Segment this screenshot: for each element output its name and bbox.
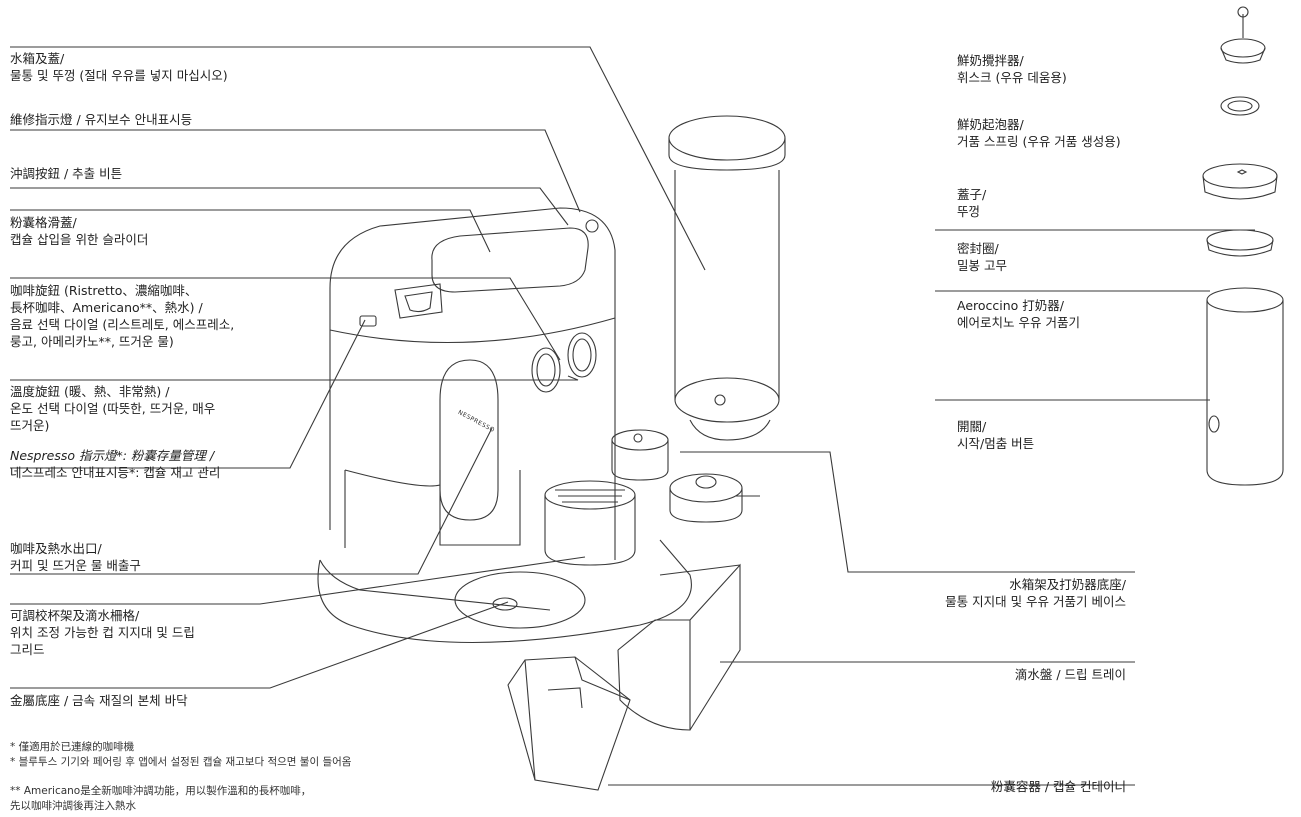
label-brew-button: 沖調按鈕 / 추출 비튼 <box>10 165 122 182</box>
label-line: 粉囊容器 / 캡슐 컨테이너 <box>990 779 1126 794</box>
label-line: Aeroccino 打奶器/ <box>957 298 1065 313</box>
footnote-line: * 僅適用於已連線的咖啡機 <box>10 741 135 753</box>
label-aeroccino: Aeroccino 打奶器/ 에어로치노 우유 거품기 <box>957 297 1080 331</box>
label-line: 밀봉 고무 <box>957 258 1007 273</box>
label-line: 滴水盤 / 드립 트레이 <box>1014 667 1126 682</box>
tank-base <box>611 429 743 523</box>
label-line: 粉囊格滑蓋/ <box>10 215 77 230</box>
label-drip-tray: 滴水盤 / 드립 트레이 <box>1015 666 1126 683</box>
label-line: 휘스크 (우유 데움용) <box>957 70 1067 85</box>
label-metal-base: 金屬底座 / 금속 재질의 본체 바닥 <box>10 692 188 709</box>
label-seal: 密封圈/ 밀봉 고무 <box>957 240 1007 274</box>
label-nespresso-indicator: Nespresso 指示燈*: 粉囊存量管理 / 네스프레소 안내표시등*: 캡… <box>10 447 220 481</box>
label-line: 그리드 <box>10 642 45 657</box>
capsule-container-art <box>507 656 631 791</box>
label-water-tank-lid: 水箱及蓋/ 물통 및 뚜껑 (절대 우유를 넣지 마십시오) <box>10 50 228 84</box>
label-line: Nespresso 指示燈*: 粉囊存量管理 / <box>10 448 215 463</box>
label-line: 에어로치노 우유 거품기 <box>957 315 1080 330</box>
label-whisk: 鮮奶攪拌器/ 휘스크 (우유 데움용) <box>957 52 1067 86</box>
label-cup-support: 可調校杯架及滴水柵格/ 위치 조정 가능한 컵 지지대 및 드립 그리드 <box>10 607 195 658</box>
footnote-line: * 블루투스 기기와 페어링 후 앱에서 설정된 캡슐 재고보다 적으면 불이 … <box>10 756 352 768</box>
footnote-line: ** Americano是全新咖啡沖調功能，用以製作溫和的長杯咖啡， <box>10 785 312 797</box>
label-line: 沖調按鈕 / 추출 비튼 <box>10 166 123 181</box>
footnote-2: ** Americano是全新咖啡沖調功能，用以製作溫和的長杯咖啡， 先以咖啡沖… <box>10 784 311 814</box>
footnote-line: 先以咖啡沖調後再注入熱水 <box>10 800 136 812</box>
label-maintenance-light: 維修指示燈 / 유지보수 안내표시등 <box>10 111 192 128</box>
label-line: 거품 스프링 (우유 거품 생성용) <box>957 134 1121 149</box>
drip-tray-art <box>617 563 741 731</box>
label-line: 溫度旋鈕 (暖、熱、非常熱) / <box>10 384 170 399</box>
label-temperature-dial: 溫度旋鈕 (暖、熱、非常熱) / 온도 선택 다이얼 (따뜻한, 뜨거운, 매우… <box>10 383 215 434</box>
leader-lines-left <box>10 46 706 689</box>
label-line: 물통 및 뚜껑 (절대 우유를 넣지 마십시오) <box>10 68 228 83</box>
label-line: 密封圈/ <box>957 241 999 256</box>
label-line: 維修指示燈 / 유지보수 안내표시등 <box>10 112 193 127</box>
label-line: 뚜껑 <box>957 204 981 219</box>
label-capsule-container: 粉囊容器 / 캡슐 컨테이너 <box>991 778 1126 795</box>
label-capsule-slider: 粉囊格滑蓋/ 캡슐 삽입을 위한 슬라이더 <box>10 214 148 248</box>
label-switch: 開關/ 시작/멈춤 버튼 <box>957 418 1034 452</box>
leader-lines-right <box>608 229 1255 786</box>
coffee-machine <box>317 207 692 644</box>
label-line: 水箱及蓋/ <box>10 51 65 66</box>
label-line: 水箱架及打奶器底座/ <box>1009 577 1126 592</box>
aeroccino-parts <box>1202 6 1284 486</box>
label-line: 커피 및 뜨거운 물 배출구 <box>10 558 141 573</box>
label-line: 룽고, 아메리카노**, 뜨거운 물) <box>10 334 174 349</box>
footnote-1: * 僅適用於已連線的咖啡機 * 블루투스 기기와 페어링 후 앱에서 설정된 캡… <box>10 740 351 770</box>
label-coffee-dial: 咖啡旋鈕 (Ristretto、濃縮咖啡、 長杯咖啡、Americano**、熱… <box>10 282 234 350</box>
label-line: 캡슐 삽입을 위한 슬라이더 <box>10 232 149 247</box>
label-line: 開關/ <box>957 419 987 434</box>
label-line: 鮮奶攪拌器/ <box>957 53 1024 68</box>
label-line: 可調校杯架及滴水柵格/ <box>10 608 140 623</box>
label-line: 시작/멈춤 버튼 <box>957 436 1035 451</box>
label-line: 蓋子/ <box>957 187 987 202</box>
label-line: 음료 선택 다이얼 (리스트레토, 에스프레소, <box>10 317 235 332</box>
label-lid: 蓋子/ 뚜껑 <box>957 186 986 220</box>
label-coffee-outlet: 咖啡及熱水出口/ 커피 및 뜨거운 물 배출구 <box>10 540 141 574</box>
label-froth-ring: 鮮奶起泡器/ 거품 스프링 (우유 거품 생성용) <box>957 116 1121 150</box>
label-line: 온도 선택 다이얼 (따뜻한, 뜨거운, 매우 <box>10 401 216 416</box>
label-line: 咖啡旋鈕 (Ristretto、濃縮咖啡、 <box>10 283 198 298</box>
label-line: 咖啡及熱水出口/ <box>10 541 102 556</box>
label-line: 鮮奶起泡器/ <box>957 117 1024 132</box>
label-line: 長杯咖啡、Americano**、熱水) / <box>10 300 203 315</box>
label-line: 위치 조정 가능한 컵 지지대 및 드립 <box>10 625 195 640</box>
label-line: 물통 지지대 및 우유 거품기 베이스 <box>945 594 1126 609</box>
water-tank <box>668 115 786 441</box>
label-line: 뜨거운) <box>10 418 50 433</box>
label-line: 金屬底座 / 금속 재질의 본체 바닥 <box>10 693 188 708</box>
label-line: 네스프레소 안내표시등*: 캡슐 재고 관리 <box>10 465 221 480</box>
label-tank-base: 水箱架及打奶器底座/ 물통 지지대 및 우유 거품기 베이스 <box>945 576 1126 610</box>
